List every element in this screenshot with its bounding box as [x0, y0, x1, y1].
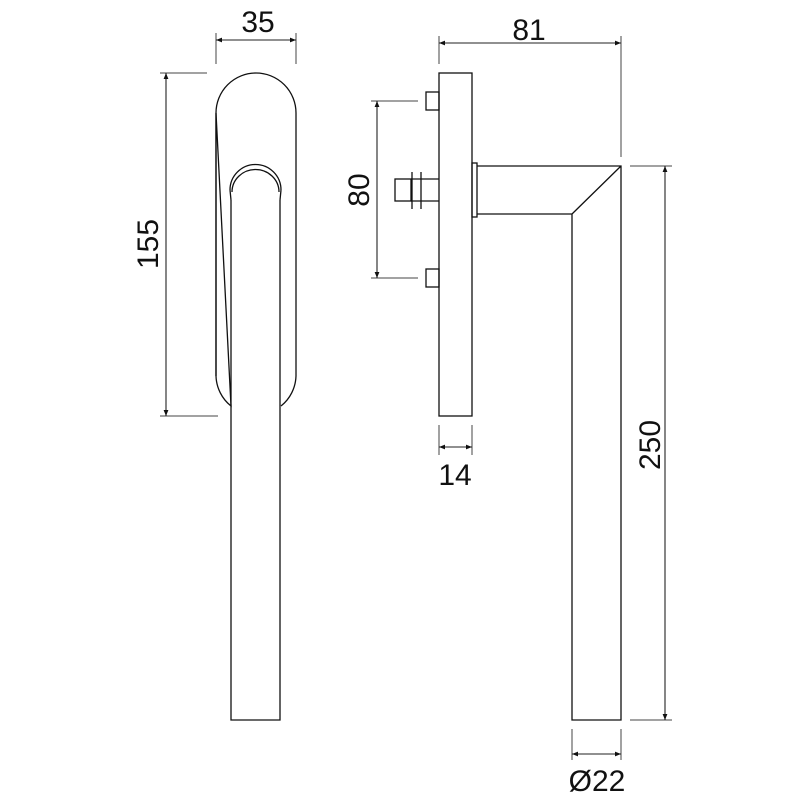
- collar: [471, 162, 478, 218]
- dim-label-80: 80: [343, 173, 376, 206]
- dimension-projection: 81: [438, 14, 622, 157]
- dim-label-14: 14: [438, 459, 471, 492]
- dimension-rose-thickness: 14: [438, 425, 473, 492]
- screw-pin-bottom: [425, 268, 440, 288]
- dimension-lever-length: 250: [630, 165, 672, 721]
- lever-shaft-front: [230, 200, 281, 721]
- dimension-lever-diameter: Ø22: [569, 729, 626, 798]
- rose-outline: [215, 72, 297, 408]
- dimension-screw-spacing: 80: [343, 100, 418, 279]
- dim-label-81: 81: [512, 14, 545, 47]
- spindle: [394, 172, 439, 209]
- front-view: 35 155: [132, 6, 297, 721]
- dimension-rose-height: 155: [132, 72, 218, 417]
- dim-label-155: 155: [132, 219, 165, 269]
- dim-label-250: 250: [634, 420, 667, 470]
- lever-side: [477, 165, 622, 721]
- dimension-rose-width: 35: [215, 6, 297, 64]
- rose-plate-side: [438, 72, 473, 417]
- side-view: 81 80 14 250 Ø22: [343, 14, 672, 798]
- dim-label-22: Ø22: [569, 765, 626, 798]
- screw-pin-top: [425, 91, 440, 111]
- dim-label-35: 35: [241, 6, 274, 39]
